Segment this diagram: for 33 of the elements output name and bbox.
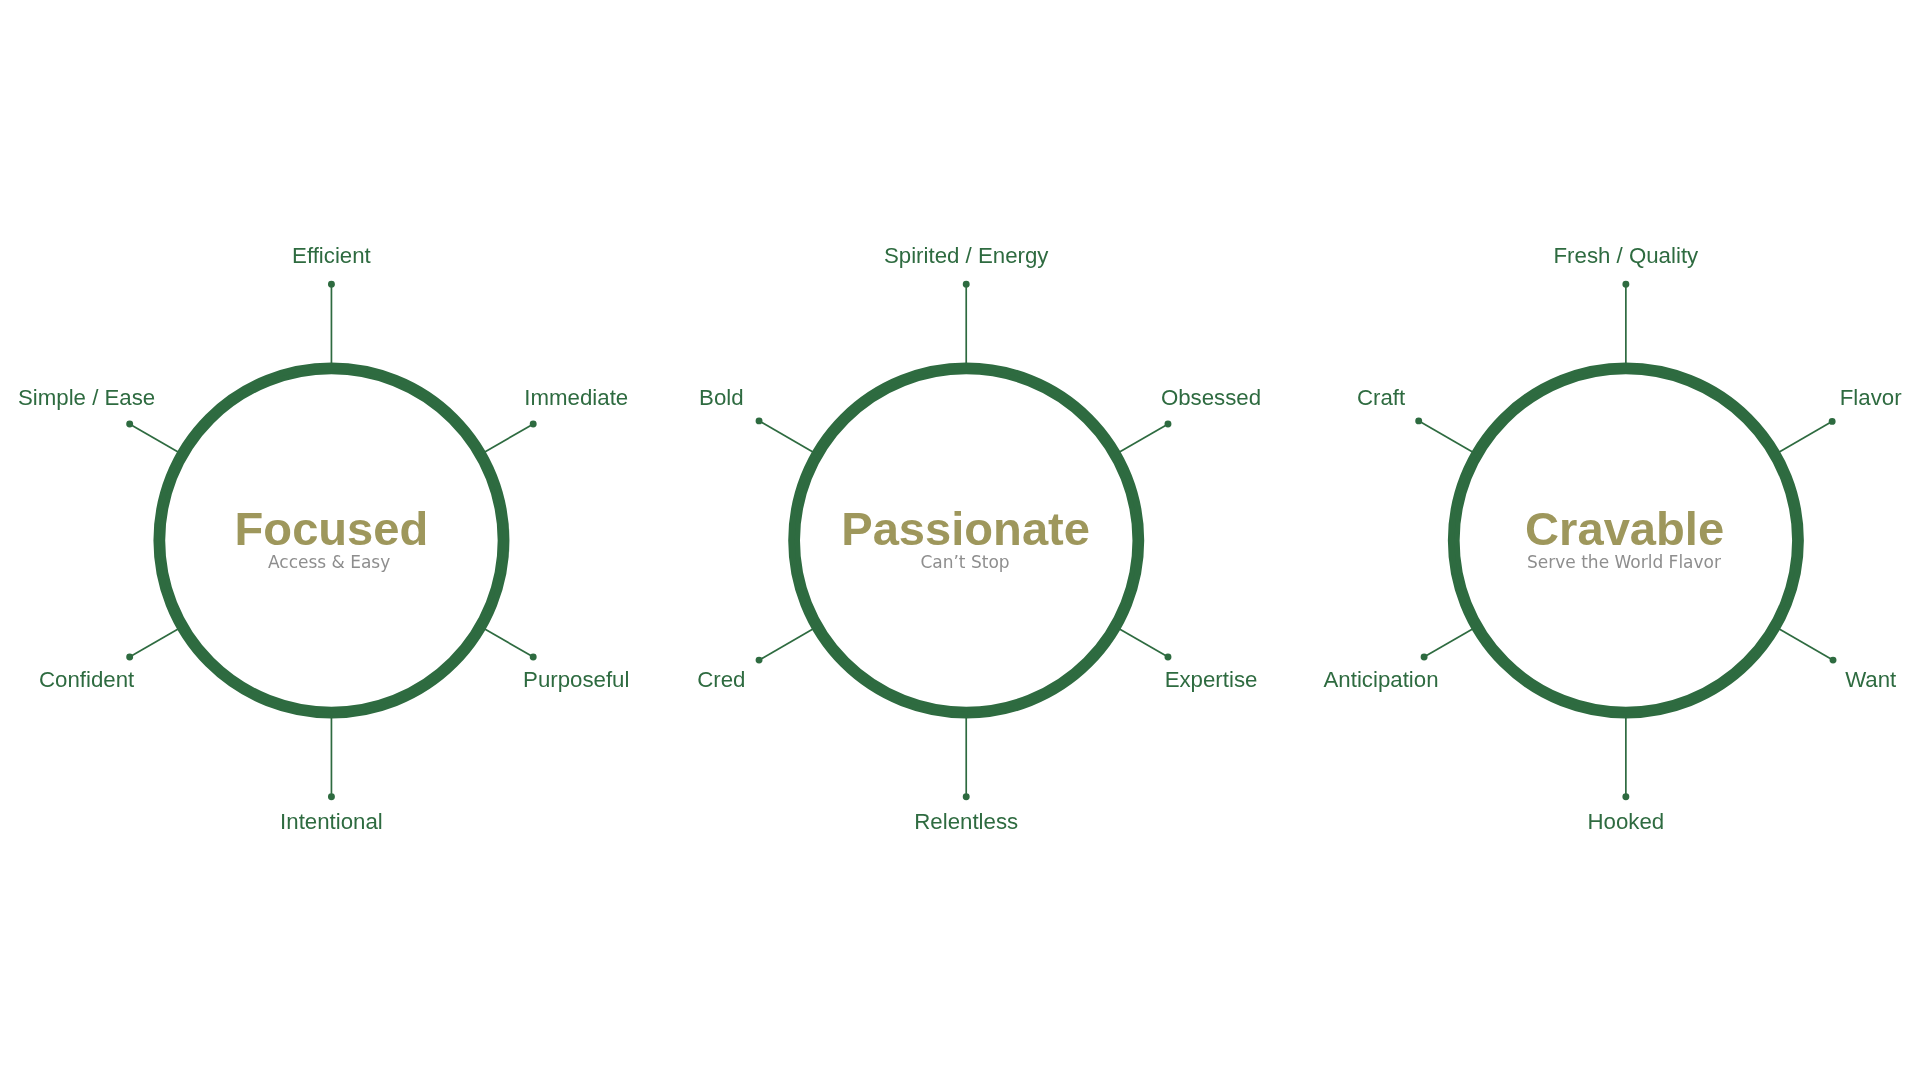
node-text: Confident — [38, 666, 135, 692]
connector — [482, 420, 537, 454]
node-text: Efficient — [292, 242, 371, 268]
connector — [1415, 416, 1476, 454]
node-circle: Passionate Can’t Stop — [788, 362, 1145, 718]
node-text: Fresh / Quality — [1553, 242, 1699, 268]
connector — [962, 280, 970, 366]
node-text: Flavor — [1839, 384, 1902, 410]
node-text: Intentional — [280, 808, 383, 834]
connector — [1622, 280, 1630, 366]
node-circle: Focused Access & Easy — [153, 362, 510, 718]
node-text: Obsessed — [1160, 384, 1262, 410]
node-text: Anticipation — [1323, 666, 1439, 692]
connector — [755, 626, 816, 664]
connector — [1776, 417, 1836, 454]
node-text: Simple / Ease — [17, 384, 156, 410]
connector — [327, 280, 335, 366]
node-text: Purposeful — [523, 666, 630, 692]
node-text: Hooked — [1587, 808, 1665, 834]
connector — [482, 626, 537, 660]
connector — [126, 420, 181, 454]
node-text: Cred — [697, 666, 746, 692]
node-text: Bold — [699, 384, 744, 410]
node-text: Want — [1845, 666, 1897, 692]
connector — [126, 626, 181, 660]
node-text: Spirited / Energy — [883, 242, 1049, 268]
node-text: Relentless — [914, 808, 1019, 834]
node-text: Immediate — [524, 384, 629, 410]
node-circle: Cravable Serve the World Flavor — [1447, 362, 1804, 718]
node-text: Craft — [1356, 384, 1406, 410]
connector — [1776, 626, 1837, 664]
connector — [755, 416, 816, 454]
node-text: Expertise — [1164, 666, 1258, 692]
